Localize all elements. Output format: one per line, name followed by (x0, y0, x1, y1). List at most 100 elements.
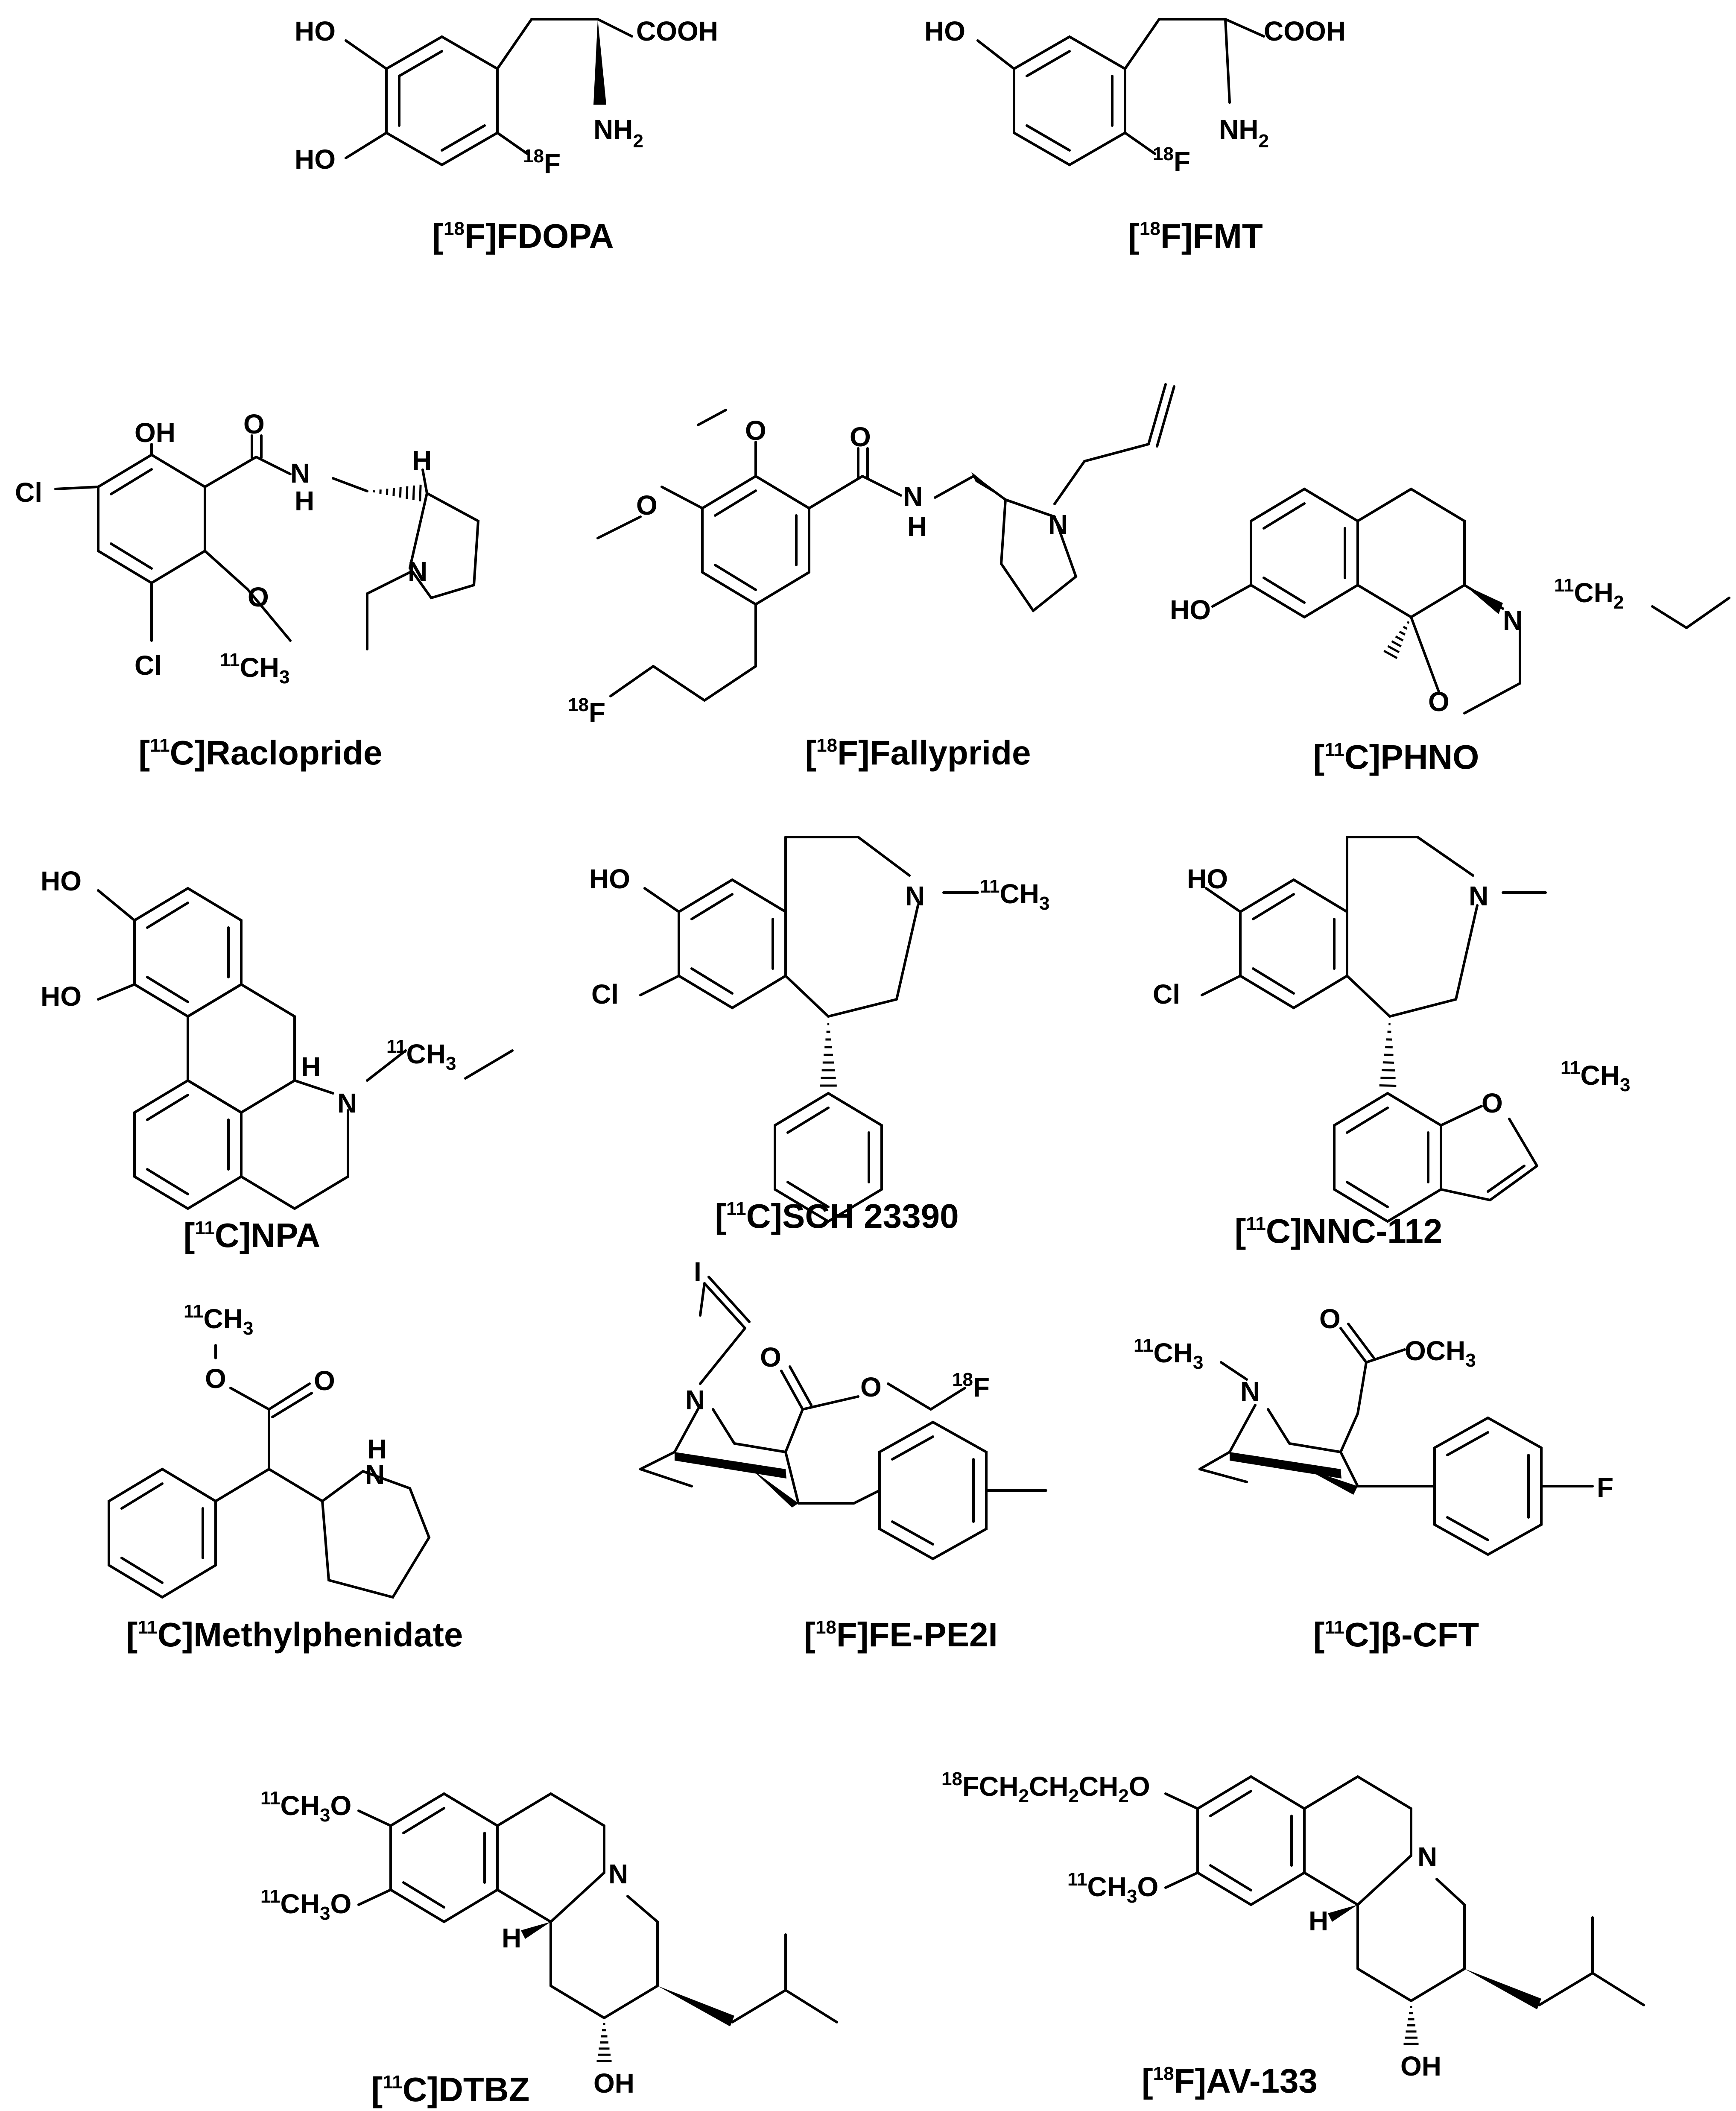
atom-label: O (760, 1342, 781, 1373)
svg-text:11CH3: 11CH3 (220, 650, 289, 688)
atom-label: 3 (1465, 1350, 1476, 1371)
svg-text:11CH3O: 11CH3O (260, 1886, 351, 1924)
atom-label: O (1129, 1771, 1150, 1802)
caption-nnc: [11C]NNC-112 (1235, 1212, 1443, 1250)
atom-label: HO (41, 981, 82, 1012)
svg-text:11CH3: 11CH3 (1134, 1335, 1203, 1373)
atom-label: N (1048, 509, 1068, 540)
isotope-label: 11 (1554, 575, 1574, 596)
hashed-bond-stroke (1400, 632, 1405, 635)
isotope-label: 11 (1561, 1057, 1581, 1078)
atom-label: HO (1170, 594, 1211, 625)
atom-label: Cl (15, 477, 42, 508)
isotope-label: 18 (568, 694, 589, 715)
svg-text:18FCH2CH2CH2O: 18FCH2CH2CH2O (941, 1768, 1150, 1807)
atom-label: 3 (1127, 1886, 1137, 1907)
caption-dtbz: [11C]DTBZ (371, 2070, 530, 2108)
caption-text: C]SCH 23390 (746, 1197, 959, 1235)
atom-label: O (1137, 1871, 1158, 1902)
caption-av133: [18F]AV-133 (1142, 2062, 1318, 2100)
caption-text: F]FDOPA (465, 217, 614, 255)
caption-text: F]Fallypride (837, 734, 1031, 772)
atom-label: 3 (320, 1805, 330, 1826)
hashed-bond-stroke (420, 485, 421, 501)
svg-text:11CH3: 11CH3 (1561, 1057, 1630, 1095)
structure-raclopride: OH O Cl Cl N H H N O 11CH3 (15, 409, 478, 688)
atom-label: F (1597, 1472, 1613, 1503)
hashed-bond-stroke (413, 486, 414, 500)
atom-label: 2 (1613, 592, 1624, 613)
caption-text: C]PHNO (1344, 738, 1479, 776)
atom-label: F (1174, 146, 1190, 177)
caption-isotope: 11 (1246, 1213, 1266, 1234)
atom-label: CH (281, 1790, 320, 1821)
atom-label: N (337, 1088, 357, 1118)
atom-label: CH (240, 652, 279, 683)
atom-label: O (243, 409, 265, 439)
atom-label: H (1309, 1906, 1328, 1936)
atom-label: CH (204, 1303, 243, 1334)
atom-label: 2 (1118, 1786, 1128, 1807)
structure-methylphenidate: 11CH3 O O H N (109, 1301, 429, 1597)
caption-isotope: 11 (1324, 739, 1344, 760)
svg-text:11CH2: 11CH2 (1554, 575, 1624, 613)
atom-label: 3 (446, 1053, 456, 1074)
svg-text:NH2: NH2 (1219, 114, 1269, 152)
caption-cft: [11C]β-CFT (1313, 1616, 1479, 1654)
structure-fepe2i: I N O O 18F (640, 1256, 1046, 1559)
atom-label: CH (1154, 1338, 1193, 1368)
atom-label: 3 (1039, 893, 1049, 914)
atom-label: CH (406, 1039, 446, 1069)
atom-label: 2 (1018, 1786, 1029, 1807)
atom-label: O (636, 490, 658, 521)
structure-fmt: HO COOH NH2 18F (924, 16, 1346, 177)
atom-label: O (330, 1888, 351, 1919)
svg-text:11CH3: 11CH3 (184, 1301, 253, 1339)
isotope-label: 11 (386, 1036, 406, 1057)
svg-text:18F: 18F (1153, 143, 1190, 177)
caption-isotope: 11 (195, 1218, 215, 1238)
atom-label: N (365, 1459, 385, 1490)
atom-label: CH (1574, 577, 1613, 608)
isotope-label: 11 (220, 650, 240, 670)
caption-fepe2i: [18F]FE-PE2I (804, 1616, 997, 1654)
atom-label: F (589, 697, 605, 728)
structure-dtbz: 11CH3O 11CH3O N H OH (260, 1788, 837, 2099)
hashed-bond-stroke (1396, 636, 1403, 641)
svg-text:18F: 18F (952, 1369, 990, 1402)
atom-label: HO (924, 16, 965, 47)
caption-isotope: 18 (444, 218, 465, 239)
structure-av133: 18FCH2CH2CH2O 11CH3O N H OH (941, 1768, 1644, 2082)
atom-label: N (1417, 1842, 1437, 1872)
caption-npa: [11C]NPA (184, 1216, 321, 1254)
caption-isotope: 11 (383, 2072, 403, 2093)
atom-label: F (544, 148, 561, 179)
isotope-label: 11 (260, 1788, 281, 1809)
atom-label: CH (281, 1888, 320, 1919)
structure-nnc: HO Cl N O 11CH3 (1153, 837, 1630, 1221)
atom-label: 2 (1068, 1786, 1078, 1807)
svg-text:OCH3: OCH3 (1405, 1335, 1476, 1371)
svg-text:11CH3: 11CH3 (386, 1036, 456, 1074)
structure-phno: HO N O 11CH2 (1170, 489, 1729, 717)
caption-fallypride: [18F]Fallypride (805, 734, 1031, 772)
structure-fdopa: HO HO COOH NH2 18F (295, 16, 718, 179)
caption-text: C]NNC-112 (1266, 1212, 1442, 1250)
hashed-bond-stroke (1403, 627, 1407, 629)
structure-sch: HO Cl N 11CH3 (589, 837, 1049, 1221)
atom-label: NH (593, 114, 633, 145)
atom-label: OH (593, 2068, 634, 2099)
atom-label: N (685, 1385, 705, 1415)
atom-label: N (608, 1859, 628, 1889)
atom-label: Cl (591, 979, 619, 1010)
isotope-label: 18 (523, 146, 544, 167)
caption-text: C]Raclopride (170, 734, 383, 772)
caption-fmt: [18F]FMT (1128, 217, 1263, 255)
atom-label: O (1319, 1303, 1341, 1334)
atom-label: COOH (1264, 16, 1346, 47)
caption-text: F]FE-PE2I (836, 1616, 998, 1654)
atom-label: O (850, 422, 871, 452)
atom-label: N (1240, 1376, 1260, 1407)
caption-text: C]β-CFT (1344, 1616, 1479, 1654)
isotope-label: 18 (941, 1768, 962, 1789)
